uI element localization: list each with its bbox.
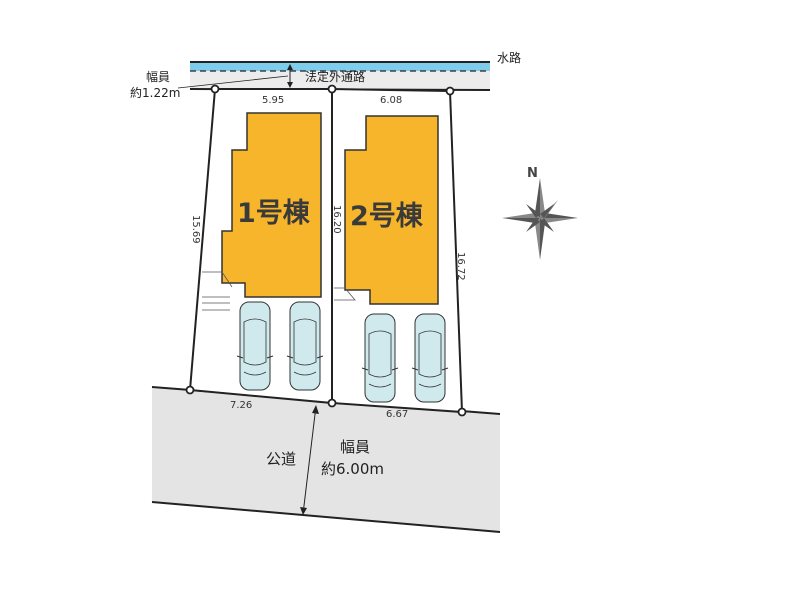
road-width-label: 幅員 — [340, 438, 370, 456]
public-road — [152, 387, 500, 532]
dim-bottom-right: 6.67 — [386, 409, 408, 420]
parking — [236, 301, 449, 403]
waterway-label: 水路 — [497, 50, 521, 65]
path-width-value: 約1.22m — [130, 85, 180, 100]
road-label: 公道 — [266, 450, 296, 468]
compass-north-label: N — [527, 166, 538, 181]
waterway — [190, 62, 490, 71]
dim-top-left: 5.95 — [262, 95, 284, 106]
car-icon — [411, 313, 449, 403]
building-2 — [344, 115, 439, 305]
building-1-label: 1号棟 — [237, 198, 311, 229]
boundary-markers — [185, 84, 467, 417]
path-width-label: 幅員 — [146, 69, 170, 84]
dim-middle: 16.20 — [331, 205, 342, 234]
compass-icon — [502, 178, 578, 260]
car-icon — [286, 301, 324, 391]
dim-top-right: 6.08 — [380, 95, 402, 106]
entrance-steps — [202, 271, 356, 311]
dim-left-side: 15.69 — [190, 215, 201, 244]
road-width-value: 約6.00m — [321, 460, 384, 478]
car-icon — [361, 313, 399, 403]
path-label: 法定外通路 — [305, 69, 365, 84]
building-1 — [221, 112, 322, 298]
dim-right-side: 16.72 — [455, 252, 466, 281]
dim-bottom-left: 7.26 — [230, 400, 252, 411]
building-2-label: 2号棟 — [350, 201, 424, 232]
car-icon — [236, 301, 274, 391]
